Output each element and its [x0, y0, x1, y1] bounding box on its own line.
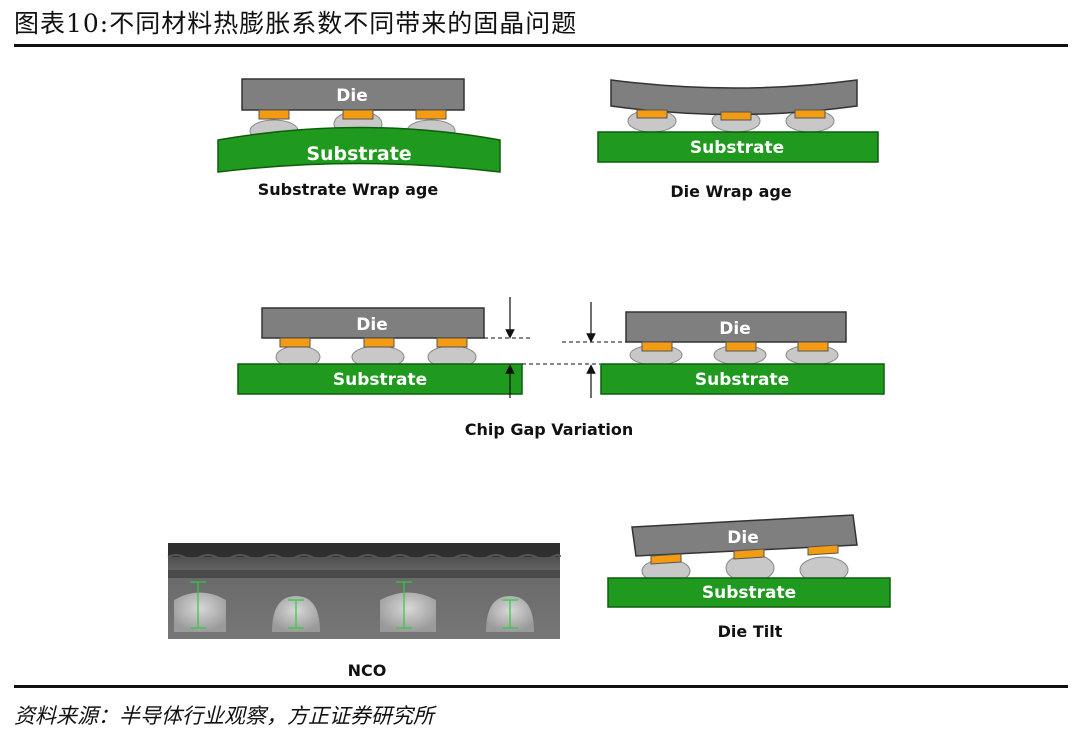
- chip-gap-right-panel: Die Substrate: [600, 311, 885, 395]
- die-warpage-panel: Substrate Die Wrap age: [597, 79, 879, 201]
- substrate-label: Substrate: [306, 143, 411, 165]
- substrate-label: Substrate: [702, 583, 796, 603]
- die-tilt-panel: Die Substrate Die Tilt: [607, 514, 891, 641]
- die-block: [625, 311, 847, 343]
- die-label: Die: [727, 528, 758, 548]
- substrate-label: Substrate: [690, 138, 784, 158]
- substrate-block: [607, 577, 891, 608]
- die-tilted: [631, 514, 858, 557]
- die-warped: [610, 79, 858, 116]
- bump-pads: [258, 109, 447, 120]
- substrate-label: Substrate: [695, 370, 789, 390]
- substrate-block: [597, 131, 879, 163]
- substrate-warped: [217, 126, 501, 173]
- substrate-warpage-panel: Substrate Die Substrate Wrap age: [217, 78, 501, 199]
- bump-pads: [636, 109, 826, 121]
- bump-pads: [279, 337, 468, 348]
- die-label: Die: [719, 319, 750, 339]
- solder-balls: [275, 345, 477, 369]
- panel-caption: NCO: [348, 661, 387, 680]
- nco-micrograph: [167, 543, 561, 639]
- panel-caption: Chip Gap Variation: [465, 420, 634, 439]
- bottom-rule: [14, 685, 1068, 688]
- die-label: Die: [336, 86, 367, 106]
- bump-pads: [650, 544, 839, 565]
- die-label: Die: [356, 315, 387, 335]
- substrate-block: [237, 363, 523, 395]
- die-block: [241, 78, 465, 111]
- measurement-marks: [190, 581, 518, 629]
- source-note: 资料来源：半导体行业观察，方正证券研究所: [14, 704, 434, 728]
- top-rule: [14, 44, 1068, 47]
- gap-indicator-lines: [484, 297, 626, 398]
- chip-gap-left-panel: Die Substrate: [237, 307, 523, 395]
- panel-caption: Die Tilt: [718, 622, 783, 641]
- substrate-block: [600, 363, 885, 395]
- panel-caption: Substrate Wrap age: [258, 180, 439, 199]
- substrate-label: Substrate: [333, 370, 427, 390]
- figure-title: 图表10:不同材料热膨胀系数不同带来的固晶问题: [14, 9, 578, 38]
- bump-pads: [641, 341, 829, 352]
- panel-caption: Die Wrap age: [670, 182, 792, 201]
